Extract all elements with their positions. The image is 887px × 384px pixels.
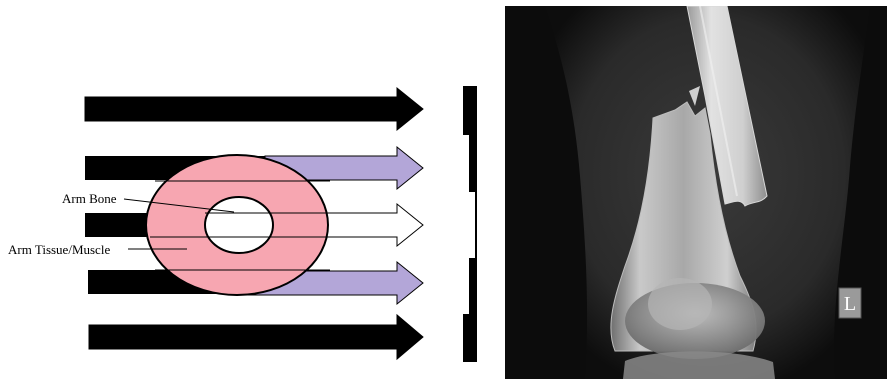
xray-beam-arrow-5 — [89, 315, 423, 359]
arm-tissue-label: Arm Tissue/Muscle — [8, 242, 110, 257]
xray-radiograph: L — [505, 6, 887, 379]
xray-beam-arrow-1 — [85, 88, 423, 130]
arm-bone-ellipse — [205, 197, 273, 253]
diagram-canvas: Arm Bone Arm Tissue/Muscle — [0, 0, 490, 379]
attenuation-diagram: Arm Bone Arm Tissue/Muscle — [0, 0, 490, 379]
xray-image: L — [505, 6, 887, 379]
side-marker-label: L — [844, 293, 856, 315]
arm-bone-label: Arm Bone — [62, 191, 117, 206]
detector-profile — [463, 86, 477, 362]
patella-shadow — [648, 278, 712, 330]
